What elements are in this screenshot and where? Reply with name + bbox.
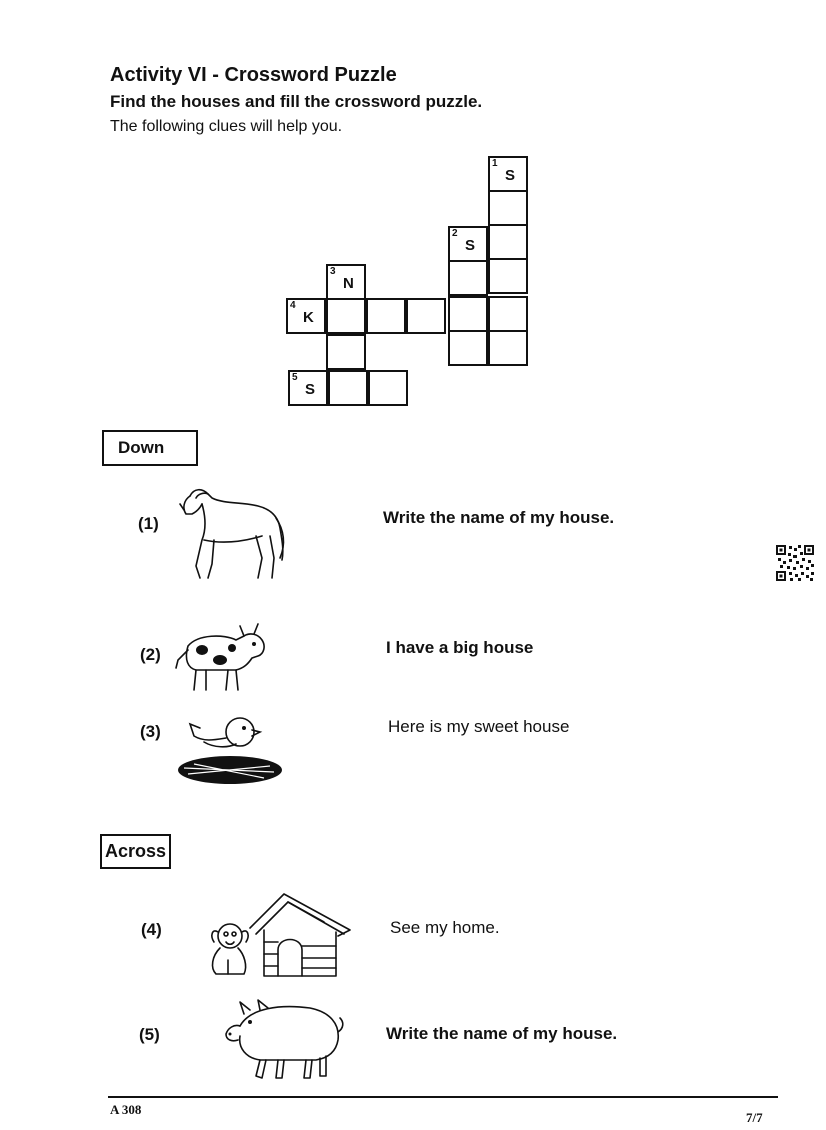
dog-kennel-icon xyxy=(211,893,351,977)
clue-number: 1 xyxy=(492,158,498,169)
crossword-cell[interactable] xyxy=(326,334,366,370)
pig-icon xyxy=(225,999,344,1079)
crossword-grid: 1 S 2 S 4 K 3 N 5 S xyxy=(0,0,826,420)
clue-number-2: (2) xyxy=(140,645,161,664)
paper-code: A 308 xyxy=(110,1102,142,1117)
clue-number: 4 xyxy=(290,300,296,311)
page-number: 7/7 xyxy=(746,1110,763,1125)
crossword-cell[interactable] xyxy=(368,370,408,406)
clue-number-4: (4) xyxy=(141,920,162,939)
crossword-cell[interactable] xyxy=(488,258,528,294)
crossword-cell[interactable] xyxy=(488,296,528,332)
crossword-cell[interactable]: 4 K xyxy=(286,298,326,334)
clue-number: 5 xyxy=(292,372,298,383)
cell-letter: K xyxy=(303,309,314,326)
crossword-cell[interactable]: 1 S xyxy=(488,156,528,192)
clue-text-1: Write the name of my house. xyxy=(383,508,615,527)
footer-divider xyxy=(108,1096,778,1098)
clue-text-5: Write the name of my house. xyxy=(386,1024,618,1043)
crossword-cell[interactable] xyxy=(488,190,528,226)
bird-nest-icon xyxy=(178,717,282,784)
clue-number: 2 xyxy=(452,228,458,239)
crossword-cell[interactable] xyxy=(448,260,488,296)
instructions: Find the houses and fill the crossword p… xyxy=(110,92,483,111)
crossword-cell[interactable]: 5 S xyxy=(288,370,328,406)
cow-icon xyxy=(175,623,265,691)
across-heading: Across xyxy=(100,834,172,869)
cell-letter: S xyxy=(505,167,516,184)
crossword-cell[interactable] xyxy=(448,296,488,332)
clue-number-1: (1) xyxy=(138,514,159,533)
crossword-cell[interactable] xyxy=(328,370,368,406)
clue-number-3: (3) xyxy=(140,722,161,741)
cell-letter: S xyxy=(465,237,476,254)
crossword-cell[interactable] xyxy=(488,330,528,366)
crossword-cell[interactable] xyxy=(406,298,446,334)
cell-letter: S xyxy=(305,381,316,398)
crossword-cell[interactable] xyxy=(488,224,528,260)
clue-text-4: See my home. xyxy=(390,918,500,937)
clue-text-3: Here is my sweet house xyxy=(388,717,570,736)
cell-letter: N xyxy=(343,275,354,292)
qr-code-icon xyxy=(776,545,814,581)
page-title: Activity VI - Crossword Puzzle xyxy=(110,64,397,86)
crossword-cell[interactable] xyxy=(326,298,366,334)
horse-icon xyxy=(179,488,285,579)
intro-text: The following clues will help you. xyxy=(110,118,343,135)
crossword-cell[interactable]: 3 N xyxy=(326,264,366,300)
clue-text-2: I have a big house xyxy=(386,638,534,657)
crossword-cell[interactable]: 2 S xyxy=(448,226,488,262)
clue-number-5: (5) xyxy=(139,1025,160,1044)
crossword-cell[interactable] xyxy=(448,330,488,366)
down-heading: Down xyxy=(102,430,198,466)
clue-number: 3 xyxy=(330,266,336,277)
crossword-cell[interactable] xyxy=(366,298,406,334)
